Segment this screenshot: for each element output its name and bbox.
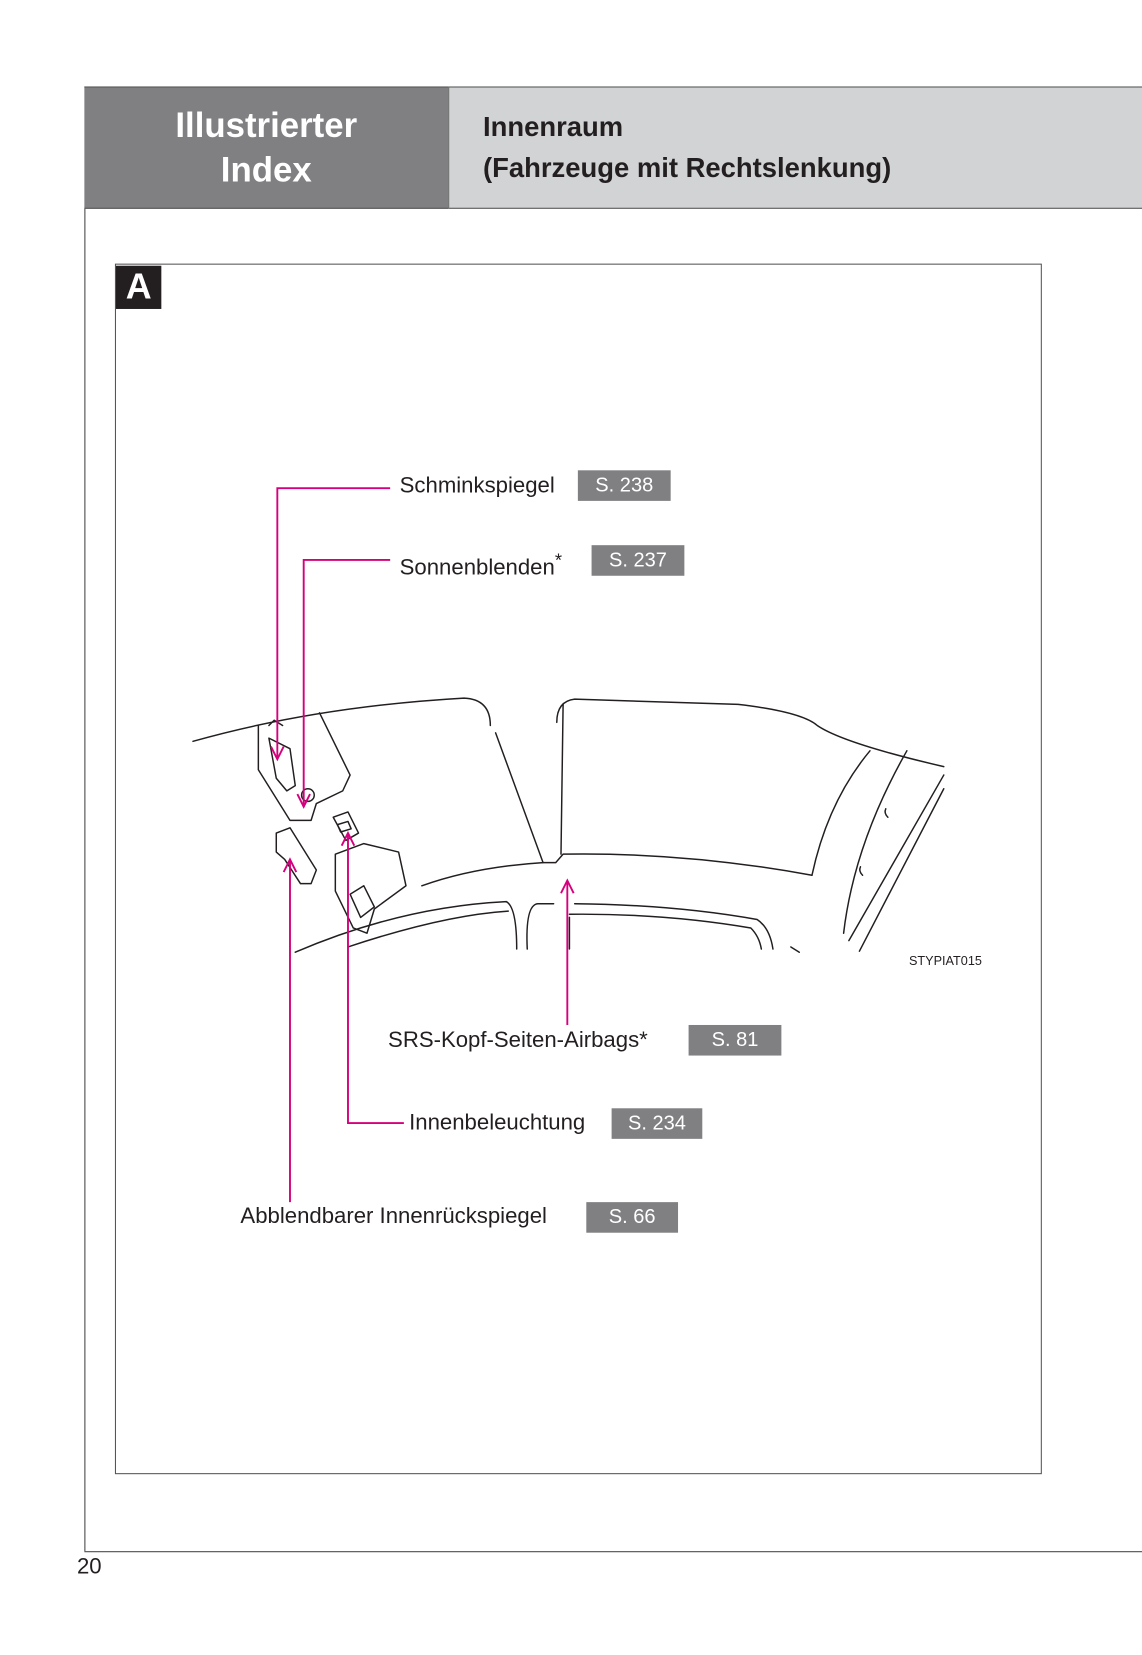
page-ref-badge[interactable]: S. 238: [577, 470, 671, 501]
left-margin-rule: [84, 208, 86, 1552]
page-header: Innenraum (Fahrzeuge mit Rechtslenkung): [448, 86, 1142, 209]
figure-frame: [114, 263, 1042, 1475]
arrow-icon: [282, 857, 298, 873]
leader-schminkspiegel: [276, 487, 391, 760]
arrow-icon: [270, 746, 285, 762]
arrow-icon: [340, 830, 356, 847]
page-ref-badge[interactable]: S. 66: [586, 1202, 679, 1233]
arrow-icon: [560, 878, 575, 894]
page-title-line1: Innenraum: [482, 110, 624, 143]
leader-innenbeleuchtung: [347, 833, 404, 1124]
callout-label: Schminkspiegel: [399, 473, 555, 498]
asterisk: *: [554, 549, 563, 571]
headliner-drawing: [192, 697, 945, 953]
leader-sonnenblenden: [302, 558, 391, 807]
callout-innenbeleuchtung: Innenbeleuchtung: [409, 1108, 585, 1138]
asterisk: *: [639, 1028, 648, 1053]
leader-lines: [270, 487, 575, 1203]
figure-section-label: A: [115, 265, 162, 309]
page-title-line2: (Fahrzeuge mit Rechtslenkung): [482, 151, 892, 184]
image-code: STYPIAT015: [908, 953, 982, 969]
page-number: 20: [76, 1554, 102, 1579]
page-ref-badge[interactable]: S. 81: [688, 1024, 782, 1056]
callout-innenrueckspiegel: Abblendbarer Innenrückspiegel: [240, 1202, 547, 1232]
arrow-icon: [296, 793, 311, 809]
page-ref-badge[interactable]: S. 237: [591, 545, 685, 576]
section-header: Illustrierter Index: [84, 86, 449, 209]
bottom-rule: [84, 1551, 1142, 1553]
page-ref-badge[interactable]: S. 234: [611, 1108, 703, 1139]
callout-label: SRS-Kopf-Seiten-Airbags: [388, 1028, 640, 1053]
callout-label: Abblendbarer Innenrückspiegel: [240, 1204, 547, 1229]
callout-schminkspiegel: Schminkspiegel: [400, 471, 555, 501]
section-title-line1: Illustrierter: [175, 105, 358, 145]
callout-sonnenblenden: Sonnenblenden*: [400, 545, 562, 583]
callout-label: Sonnenblenden: [399, 555, 555, 580]
section-title-line2: Index: [220, 149, 312, 189]
callout-srs-airbags: SRS-Kopf-Seiten-Airbags*: [388, 1026, 648, 1056]
callout-label: Innenbeleuchtung: [409, 1110, 586, 1135]
